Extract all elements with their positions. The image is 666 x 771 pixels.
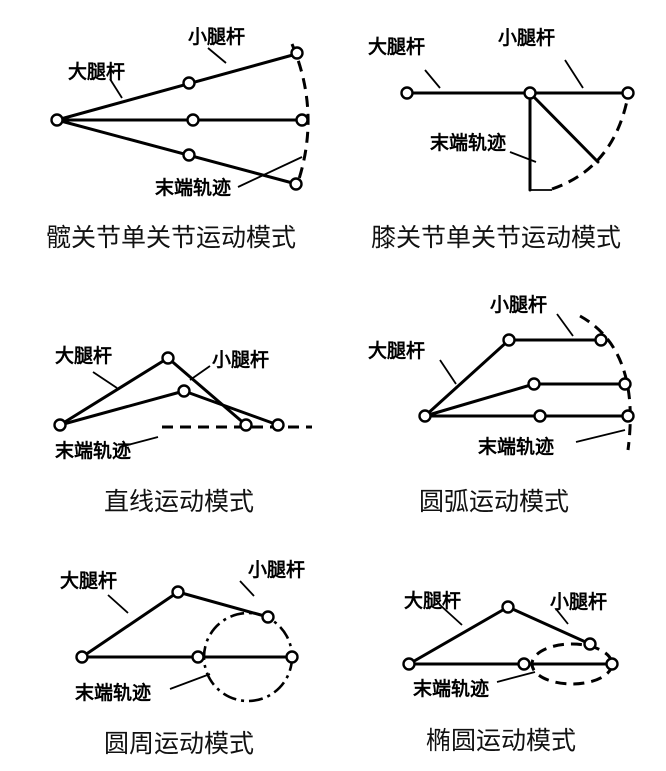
end-point-lower: [605, 657, 619, 671]
shank-leader: [189, 365, 211, 381]
trajectory-leader: [169, 673, 211, 690]
trajectory-label: 末端轨迹: [413, 677, 489, 700]
hip-joint: [53, 418, 67, 432]
thigh-leader: [424, 69, 441, 89]
shank-leader: [556, 313, 574, 337]
knee-joint: [523, 86, 537, 100]
knee-joint-upper: [171, 585, 185, 599]
end-point-middle: [618, 377, 632, 391]
trajectory-leader: [509, 151, 537, 163]
shank-label: 小腿杆: [498, 26, 555, 49]
knee-joint-lower: [533, 409, 547, 423]
shank-diagonal: [528, 91, 600, 164]
shank-label: 小腿杆: [550, 590, 607, 613]
shank-leader: [564, 59, 584, 89]
trajectory-arc: [579, 314, 632, 451]
panel-ellipse: 大腿杆 小腿杆 末端轨迹 椭圆运动模式: [402, 589, 619, 755]
panel-circle: 大腿杆 小腿杆 末端轨迹 圆周运动模式: [60, 558, 305, 758]
end-point-lower: [621, 409, 635, 423]
end-point-upper: [594, 333, 608, 347]
panel-line: 大腿杆 小腿杆 末端轨迹 直线运动模式: [53, 344, 312, 516]
shank-label: 小腿杆: [490, 293, 547, 316]
thigh-label: 大腿杆: [368, 339, 425, 362]
panel-hip: 大腿杆 小腿杆 末端轨迹 髋关节单关节运动模式: [46, 25, 310, 252]
trajectory-leader: [575, 429, 626, 443]
caption-knee: 膝关节单关节运动模式: [371, 223, 621, 252]
hip-joint: [75, 650, 89, 664]
knee-joint-upper: [161, 351, 175, 365]
hip-joint: [50, 113, 64, 127]
trajectory-label: 末端轨迹: [478, 435, 554, 458]
thigh-leader: [92, 371, 118, 389]
knee-joint-lower: [177, 384, 191, 398]
trajectory-label: 末端轨迹: [55, 439, 131, 462]
end-point-middle: [295, 113, 309, 127]
trajectory-leader: [237, 156, 303, 188]
panel-arc: 大腿杆 小腿杆 末端轨迹 圆弧运动模式: [368, 293, 635, 516]
trajectory-leader: [496, 671, 536, 683]
thigh-label: 大腿杆: [404, 589, 461, 612]
hip-joint: [418, 409, 432, 423]
caption-line: 直线运动模式: [104, 487, 254, 516]
shank-leader: [207, 47, 227, 64]
knee-joint-upper: [501, 600, 515, 614]
leg-upper-position: [80, 590, 270, 659]
hip-joint: [402, 657, 416, 671]
caption-hip: 髋关节单关节运动模式: [46, 223, 296, 252]
end-point-upper: [290, 46, 304, 60]
end-point-upper: [583, 637, 597, 651]
end-point-lower: [285, 650, 299, 664]
panel-knee: 大腿杆 小腿杆 末端轨迹 膝关节单关节运动模式: [368, 26, 635, 252]
thigh-label: 大腿杆: [368, 35, 425, 58]
shank-label: 小腿杆: [212, 348, 269, 371]
trajectory-arc: [551, 95, 630, 191]
knee-joint-lower: [517, 657, 531, 671]
trajectory-label: 末端轨迹: [430, 131, 506, 154]
knee-joint-upper: [502, 333, 516, 347]
trajectory-label: 末端轨迹: [155, 176, 231, 199]
link-upper: [55, 51, 302, 122]
thigh-leader: [109, 78, 123, 99]
end-point-a: [239, 418, 253, 432]
thigh-leader: [107, 594, 129, 614]
link-lower: [55, 118, 302, 187]
trajectory-leader: [119, 436, 159, 448]
hip-joint: [400, 86, 414, 100]
thigh-label: 大腿杆: [55, 344, 112, 367]
end-point-upper: [261, 610, 275, 624]
thigh-leader: [439, 604, 463, 626]
thigh-label: 大腿杆: [68, 60, 125, 83]
shank-label: 小腿杆: [248, 558, 305, 581]
caption-arc: 圆弧运动模式: [419, 487, 569, 516]
thigh-leader: [439, 359, 457, 385]
thigh-label: 大腿杆: [60, 569, 117, 592]
knee-joint-middle: [186, 113, 200, 127]
end-point-b: [271, 418, 285, 432]
leg-upper-position: [407, 605, 592, 666]
knee-joint-lower: [182, 148, 196, 162]
trajectory-label: 末端轨迹: [75, 681, 151, 704]
shank-leader: [239, 580, 255, 597]
end-point: [621, 86, 635, 100]
knee-joint-lower: [191, 650, 205, 664]
shank-leader: [555, 608, 569, 625]
shank-label: 小腿杆: [188, 25, 245, 48]
knee-joint-upper: [182, 76, 196, 90]
knee-joint-middle: [527, 377, 541, 391]
trajectory-arc: [290, 43, 310, 189]
caption-circle: 圆周运动模式: [104, 729, 254, 758]
end-point-lower: [289, 177, 303, 191]
caption-ellipse: 椭圆运动模式: [426, 726, 576, 755]
